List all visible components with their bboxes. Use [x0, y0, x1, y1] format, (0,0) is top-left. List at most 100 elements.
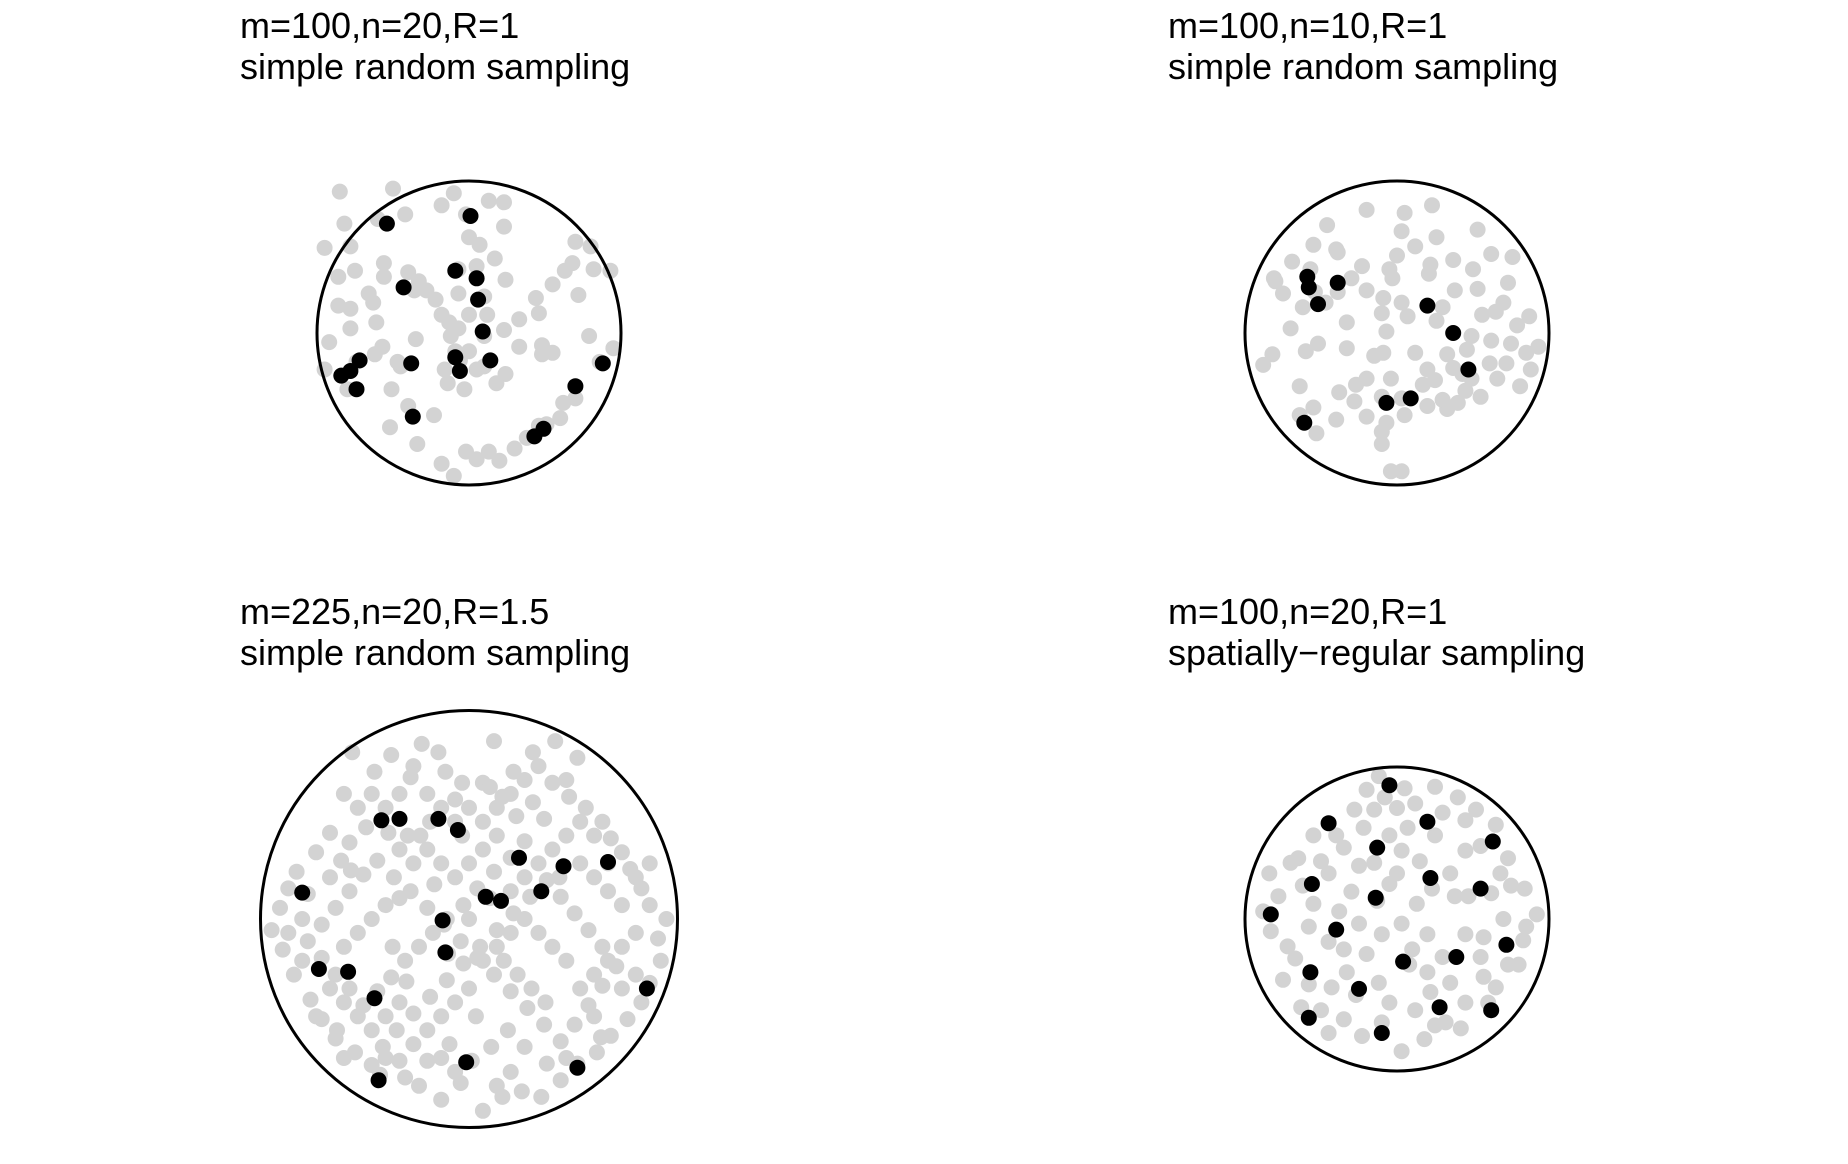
- unsampled-point: [299, 933, 316, 950]
- unsampled-point: [613, 938, 630, 955]
- unsampled-point: [524, 794, 541, 811]
- unsampled-point: [480, 443, 497, 460]
- unsampled-point: [411, 1077, 427, 1094]
- unsampled-point: [419, 785, 436, 802]
- sampled-point: [600, 854, 616, 870]
- unsampled-point: [1354, 1028, 1370, 1044]
- sampled-point: [493, 892, 509, 909]
- unsampled-point: [385, 869, 402, 886]
- sampled-point: [395, 279, 412, 296]
- unsampled-point: [1351, 915, 1367, 932]
- unsampled-point: [335, 938, 352, 955]
- unsampled-point: [1300, 976, 1317, 993]
- unsampled-point: [375, 268, 392, 285]
- unsampled-point: [486, 733, 502, 750]
- unsampled-point: [461, 799, 477, 816]
- unsampled-point: [1338, 314, 1355, 331]
- unsampled-point: [382, 419, 398, 436]
- unsampled-point: [652, 952, 669, 969]
- unsampled-point: [445, 467, 462, 484]
- points-group: [1255, 197, 1547, 480]
- sampled-point: [511, 849, 527, 866]
- unsampled-point: [377, 1008, 394, 1025]
- unsampled-point: [355, 866, 372, 883]
- points-group: [263, 733, 675, 1119]
- unsampled-point: [1373, 926, 1390, 943]
- sampled-point: [404, 408, 421, 425]
- unsampled-point: [1483, 246, 1500, 262]
- unsampled-point: [461, 306, 477, 323]
- unsampled-point: [1305, 895, 1322, 912]
- points-group: [316, 180, 622, 484]
- unsampled-point: [1469, 221, 1486, 238]
- sampled-point: [351, 352, 368, 369]
- unsampled-point: [433, 1008, 450, 1025]
- sampled-point: [1302, 964, 1319, 981]
- unsampled-point: [1381, 827, 1398, 844]
- unsampled-point: [1323, 979, 1340, 996]
- unsampled-point: [1262, 923, 1279, 940]
- unsampled-point: [516, 869, 533, 886]
- unsampled-point: [1319, 217, 1336, 234]
- unsampled-point: [461, 980, 477, 997]
- unsampled-point: [412, 827, 429, 844]
- sampled-point: [526, 428, 543, 445]
- unsampled-point: [1267, 273, 1284, 290]
- unsampled-point: [474, 813, 491, 830]
- unsampled-point: [280, 924, 297, 941]
- unsampled-point: [474, 841, 491, 858]
- unsampled-point: [1381, 261, 1398, 278]
- unsampled-point: [388, 1022, 405, 1039]
- unsampled-point: [375, 255, 392, 272]
- unsampled-point: [1381, 994, 1398, 1011]
- unsampled-point: [1270, 888, 1287, 905]
- unsampled-point: [1310, 335, 1326, 352]
- unsampled-point: [569, 749, 586, 766]
- unsampled-point: [1472, 838, 1489, 854]
- unsampled-point: [436, 361, 453, 378]
- unsampled-point: [294, 911, 311, 927]
- sampled-point: [1369, 839, 1386, 856]
- unsampled-point: [419, 841, 436, 858]
- sampled-point: [569, 1059, 586, 1076]
- panel-title-line2: simple random sampling: [240, 46, 630, 87]
- unsampled-point: [586, 827, 603, 844]
- unsampled-point: [438, 972, 455, 989]
- unsampled-point: [566, 1016, 583, 1033]
- unsampled-point: [1419, 361, 1436, 378]
- unsampled-point: [1434, 299, 1451, 316]
- unsampled-point: [588, 1044, 605, 1061]
- unsampled-point: [1498, 355, 1515, 372]
- unsampled-point: [1404, 941, 1421, 958]
- unsampled-point: [1445, 360, 1462, 376]
- unsampled-point: [1445, 252, 1462, 268]
- sampled-point: [470, 291, 487, 308]
- unsampled-point: [511, 338, 528, 355]
- unsampled-point: [1354, 258, 1370, 275]
- unsampled-point: [349, 799, 366, 816]
- unsampled-point: [555, 394, 572, 411]
- unsampled-point: [349, 1008, 366, 1025]
- unsampled-point: [1465, 261, 1481, 278]
- sampled-point: [310, 961, 327, 977]
- unsampled-point: [1427, 1017, 1443, 1034]
- unsampled-point: [454, 774, 471, 791]
- unsampled-point: [331, 183, 348, 200]
- unsampled-point: [488, 799, 505, 816]
- unsampled-point: [467, 1008, 484, 1025]
- unsampled-point: [1396, 407, 1413, 424]
- unsampled-point: [513, 1083, 530, 1100]
- sampled-point: [474, 323, 491, 340]
- unsampled-point: [405, 855, 422, 872]
- unsampled-point: [1279, 938, 1296, 955]
- unsampled-point: [605, 340, 622, 357]
- unsampled-point: [461, 855, 477, 872]
- unsampled-point: [1294, 299, 1311, 316]
- unsampled-point: [1370, 768, 1387, 785]
- sampled-point: [449, 822, 466, 838]
- unsampled-point: [450, 285, 467, 302]
- unsampled-point: [335, 1050, 352, 1066]
- unsampled-point: [391, 841, 408, 858]
- unsampled-point: [1472, 949, 1489, 965]
